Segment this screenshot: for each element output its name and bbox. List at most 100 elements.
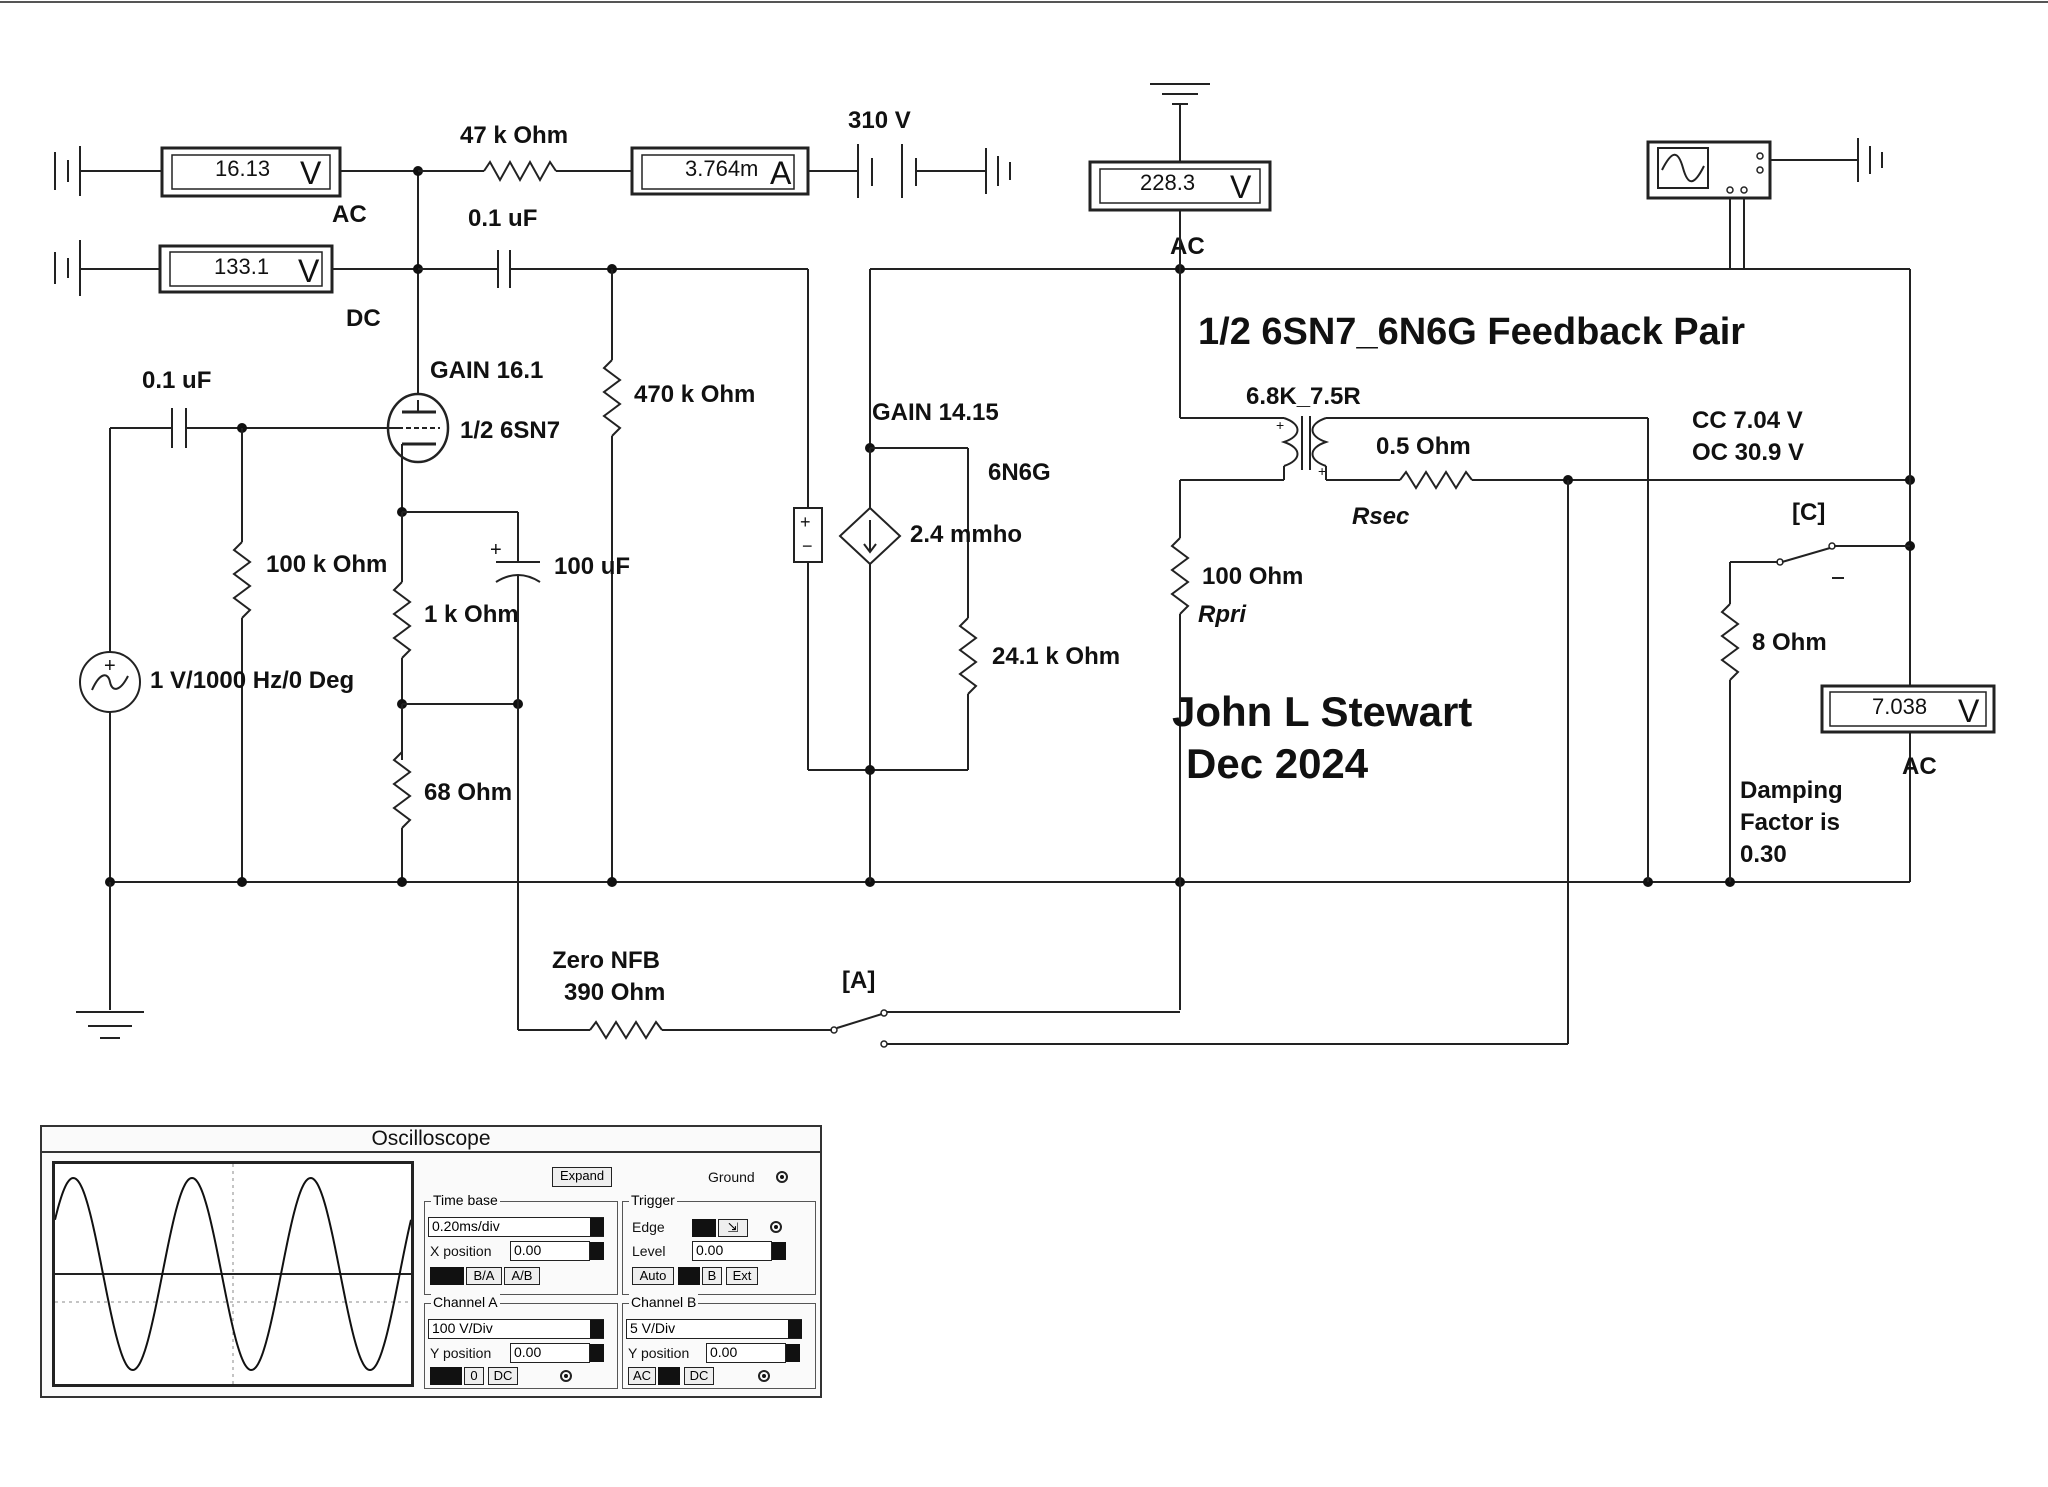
ground-icon [1150, 83, 1210, 166]
svg-text:+: + [490, 539, 502, 561]
author: John L Stewart [1172, 688, 1472, 735]
switch-a-label: [A] [842, 967, 875, 994]
channel-b-scale-spinner[interactable] [788, 1320, 802, 1338]
resistor-cathode2 [392, 751, 412, 829]
edge-falling-button[interactable]: ⇲ [718, 1219, 748, 1237]
channel-b-ac-button[interactable]: AC [628, 1367, 656, 1385]
resistor-grid1 [232, 541, 252, 619]
damping-line-2: Factor is [1740, 809, 1840, 836]
resistor-rsec [1399, 470, 1473, 490]
level-label: Level [632, 1243, 666, 1259]
meter-mode: AC [332, 201, 367, 228]
cap-cathode-label: 100 uF [554, 553, 630, 580]
a-b-button[interactable]: A/B [504, 1267, 540, 1285]
ground-icon [76, 1011, 144, 1039]
trigger-a-button[interactable] [678, 1267, 700, 1285]
x-position-spinner[interactable] [590, 1242, 604, 1260]
time-base-group: Time base [424, 1192, 618, 1295]
meter-unit: V [298, 253, 320, 289]
resistor-load [1720, 603, 1740, 681]
resistor-grid2 [602, 359, 622, 437]
voltmeter-ac-output-plate: 228.3 V AC [1088, 160, 1272, 260]
voltmeter-ac-load: 7.038 V AC [1820, 684, 1996, 780]
channel-b-ypos-label: Y position [628, 1345, 690, 1361]
auto-button[interactable]: Auto [632, 1267, 674, 1285]
level-input[interactable]: 0.00 [692, 1241, 772, 1261]
channel-b-ypos-input[interactable]: 0.00 [706, 1343, 786, 1363]
channel-a-radio[interactable] [560, 1370, 572, 1382]
trigger-label: Trigger [629, 1192, 677, 1208]
channel-a-ac-button[interactable] [430, 1367, 462, 1385]
channel-a-group: Channel A [424, 1294, 618, 1389]
time-base-label: Time base [431, 1192, 500, 1208]
edge-rising-button[interactable] [692, 1219, 716, 1237]
level-spinner[interactable] [772, 1242, 786, 1260]
meter-unit: V [300, 155, 322, 191]
svg-text:+: + [104, 655, 116, 677]
date: Dec 2024 [1186, 740, 1369, 787]
capacitor-icon [171, 408, 187, 448]
time-base-input[interactable]: 0.20ms/div [428, 1217, 604, 1237]
channel-b-zero-button[interactable] [658, 1367, 680, 1385]
channel-a-label: Channel A [431, 1294, 500, 1310]
channel-a-scale-spinner[interactable] [590, 1320, 604, 1338]
channel-a-dc-button[interactable]: DC [488, 1367, 518, 1385]
x-position-input[interactable]: 0.00 [510, 1241, 590, 1261]
ground-radio[interactable] [776, 1171, 788, 1183]
trigger-b-button[interactable]: B [702, 1267, 722, 1285]
trigger-group: Trigger [622, 1192, 816, 1295]
meter-value: 3.764m [685, 156, 758, 181]
resistor-nfb [589, 1020, 663, 1040]
ground-icon [1857, 138, 1883, 182]
b-a-button[interactable]: B/A [466, 1267, 502, 1285]
meter-mode: AC [1170, 233, 1205, 260]
channel-b-ypos-spinner[interactable] [786, 1344, 800, 1362]
meter-value: 7.038 [1872, 694, 1927, 719]
channel-b-scale-input[interactable]: 5 V/Div [626, 1319, 802, 1339]
nfb-label: Zero NFB [552, 947, 660, 974]
resistor-nfb-label: 390 Ohm [564, 979, 665, 1006]
cc-voltage: CC 7.04 V [1692, 407, 1803, 434]
resistor-cathode1 [392, 581, 412, 659]
channel-a-scale-input[interactable]: 100 V/Div [428, 1319, 604, 1339]
svg-text:−: − [802, 536, 813, 556]
stage1-gain: GAIN 16.1 [430, 357, 543, 384]
trigger-radio[interactable] [770, 1221, 782, 1233]
time-base-spinner[interactable] [590, 1218, 604, 1236]
ac-source-icon: + [79, 651, 141, 713]
cap-coupling-out-label: 0.1 uF [468, 205, 537, 232]
expand-button[interactable]: Expand [552, 1167, 612, 1187]
switch-c-label: [C] [1792, 499, 1825, 526]
diagram-title: 1/2 6SN7_6N6G Feedback Pair [1198, 311, 1745, 353]
resistor-rpri-label: Rpri [1198, 601, 1247, 628]
ext-button[interactable]: Ext [726, 1267, 758, 1285]
resistor-internal [958, 617, 978, 695]
svg-text:+: + [800, 512, 811, 532]
oscilloscope-panel: Oscilloscope Expand Ground Time base 0.2… [40, 1125, 822, 1398]
oscilloscope-trace [55, 1164, 411, 1384]
capacitor-icon [497, 250, 511, 288]
ammeter: 3.764m A [630, 146, 810, 196]
oscilloscope-screen [52, 1161, 414, 1387]
resistor-cathode2-label: 68 Ohm [424, 779, 512, 806]
channel-b-radio[interactable] [758, 1370, 770, 1382]
channel-a-ypos-input[interactable]: 0.00 [510, 1343, 590, 1363]
damping-value: 0.30 [1740, 841, 1787, 868]
channel-b-dc-button[interactable]: DC [684, 1367, 714, 1385]
resistor-plate [483, 159, 557, 183]
ground-label: Ground [708, 1169, 755, 1185]
x-position-label: X position [430, 1243, 492, 1259]
channel-a-ypos-spinner[interactable] [590, 1344, 604, 1362]
meter-value: 133.1 [214, 254, 269, 279]
channel-a-zero-button[interactable]: 0 [464, 1367, 484, 1385]
oc-voltage: OC 30.9 V [1692, 439, 1804, 466]
tube1-label: 1/2 6SN7 [460, 417, 560, 444]
stage2-gain: GAIN 14.15 [872, 399, 999, 426]
resistor-rpri [1170, 537, 1190, 615]
resistor-cathode1-label: 1 k Ohm [424, 601, 519, 628]
meter-unit: A [770, 155, 792, 191]
meter-value: 228.3 [1140, 170, 1195, 195]
y-t-button[interactable] [430, 1267, 464, 1285]
resistor-rsec-label: Rsec [1352, 503, 1409, 530]
